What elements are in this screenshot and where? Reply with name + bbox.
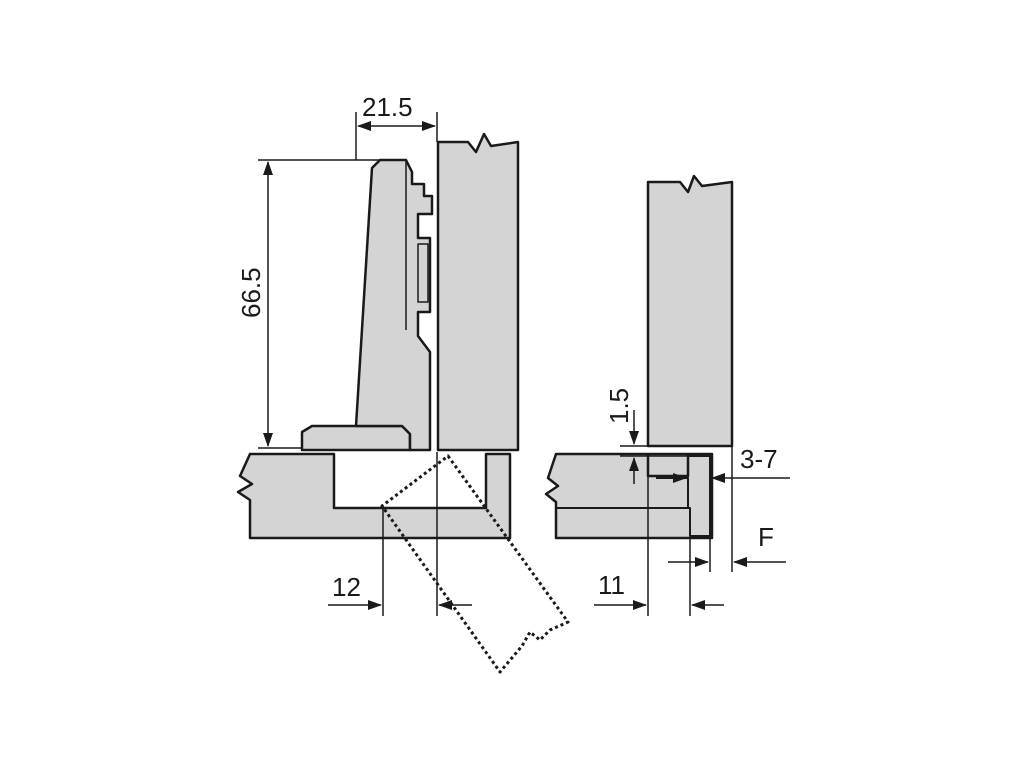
label-hinge-arm-width: 21.5 xyxy=(362,92,413,122)
dimension-labels: 21.5 66.5 12 1.5 3-7 F 11 xyxy=(236,92,778,602)
label-overlay: 3-7 xyxy=(740,444,778,474)
door-edge-right xyxy=(556,455,711,537)
side-panel-right xyxy=(646,174,734,448)
left-assembly xyxy=(236,132,570,674)
label-edge-distance: 11 xyxy=(598,570,625,600)
right-assembly xyxy=(544,174,734,540)
hinge-arm xyxy=(354,158,434,452)
door-open-dotted xyxy=(380,454,570,674)
label-cup-offset: 12 xyxy=(332,572,361,602)
mounting-plate xyxy=(300,424,412,452)
side-panel-left xyxy=(436,132,520,452)
hinge-arm-slot xyxy=(417,243,429,303)
dimension-lines xyxy=(258,112,790,616)
base-board-right xyxy=(544,452,714,540)
label-door-gap: F xyxy=(758,522,774,552)
base-board-left xyxy=(236,452,512,540)
label-gap: 1.5 xyxy=(604,388,634,424)
label-hinge-height: 66.5 xyxy=(236,267,266,318)
